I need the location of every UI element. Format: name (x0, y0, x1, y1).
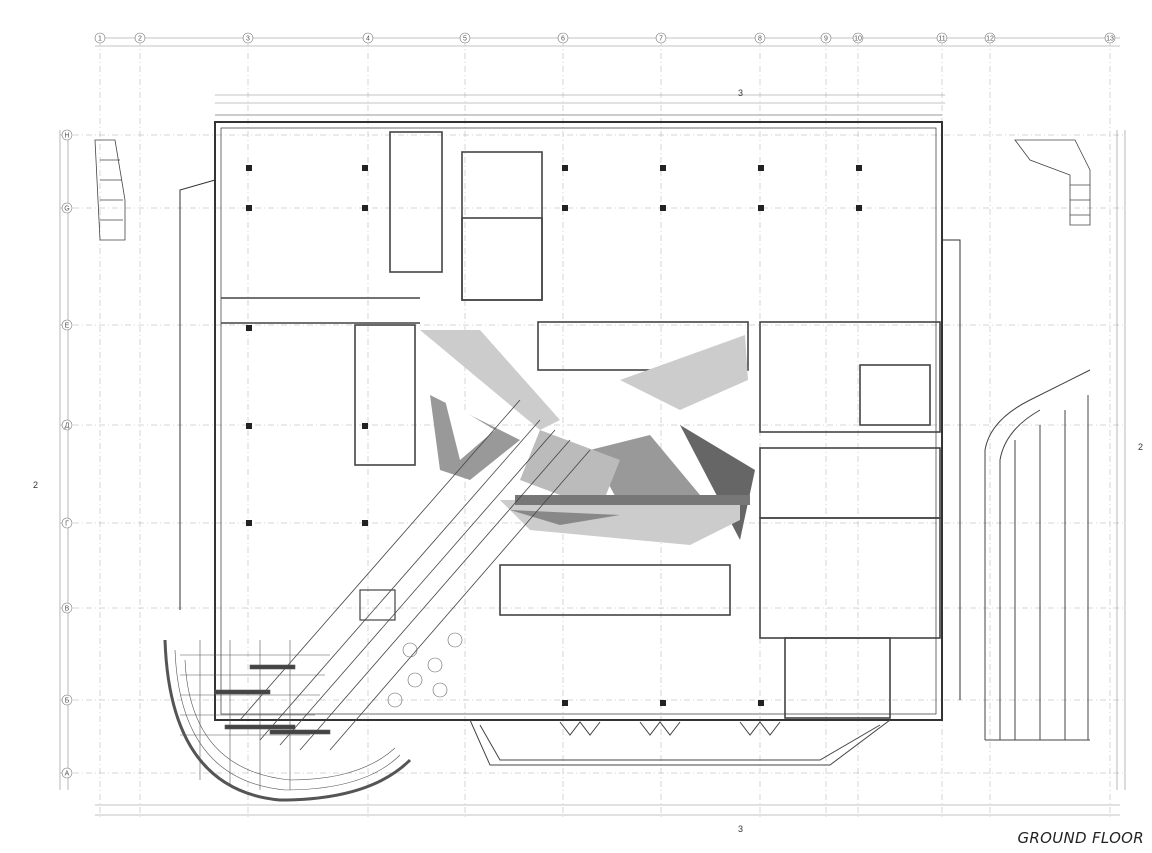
plan-title: GROUND FLOOR (1017, 829, 1144, 847)
terraced-steps (163, 639, 412, 802)
grid-number-labels: 1 2 3 4 5 6 7 8 9 10 11 12 13 (98, 36, 1114, 43)
grid-label-e: E (65, 323, 70, 330)
grid-label-7: 7 (659, 36, 663, 43)
atrium-floor-pattern (420, 330, 755, 545)
south-facade (469, 719, 891, 766)
grid-label-1: 1 (98, 36, 102, 43)
dimension-label-left: 2 (33, 480, 38, 490)
dimension-label-top: 3 (738, 88, 743, 98)
dimension-label-right: 2 (1138, 442, 1143, 452)
dimension-label-bottom: 3 (738, 824, 743, 834)
grid-label-3: 3 (246, 36, 250, 43)
grid-bubbles (61, 32, 1116, 779)
building-shell (179, 114, 961, 721)
grid-label-a: А (65, 771, 70, 778)
grid-label-12: 12 (986, 36, 994, 43)
grid-label-2: 2 (138, 36, 142, 43)
grid-label-g: G (64, 206, 69, 213)
parking-structure (984, 369, 1091, 741)
grid-label-d: Д (65, 423, 70, 430)
grid-label-6: 6 (561, 36, 565, 43)
external-stair-left (94, 139, 126, 241)
external-stair-right (1014, 139, 1091, 226)
grid-letter-labels: H G E Д Г В Б А (64, 133, 69, 778)
entrance-ramp (239, 399, 591, 751)
cafe-seating (387, 632, 463, 708)
structural-columns (246, 165, 862, 706)
grid-label-v: В (65, 606, 70, 613)
grid-label-10: 10 (854, 36, 862, 43)
grid-label-5: 5 (463, 36, 467, 43)
dimension-lines (59, 37, 1126, 816)
grid-label-8: 8 (758, 36, 762, 43)
grid-label-4: 4 (366, 36, 370, 43)
grid-label-13: 13 (1106, 36, 1114, 43)
grid-label-b: Б (65, 698, 70, 705)
grid-label-g2: Г (65, 521, 69, 528)
grid-axes (60, 40, 1125, 820)
grid-label-9: 9 (824, 36, 828, 43)
grid-label-11: 11 (938, 36, 945, 43)
grid-label-h: H (64, 133, 69, 140)
interior-walls (221, 131, 941, 719)
